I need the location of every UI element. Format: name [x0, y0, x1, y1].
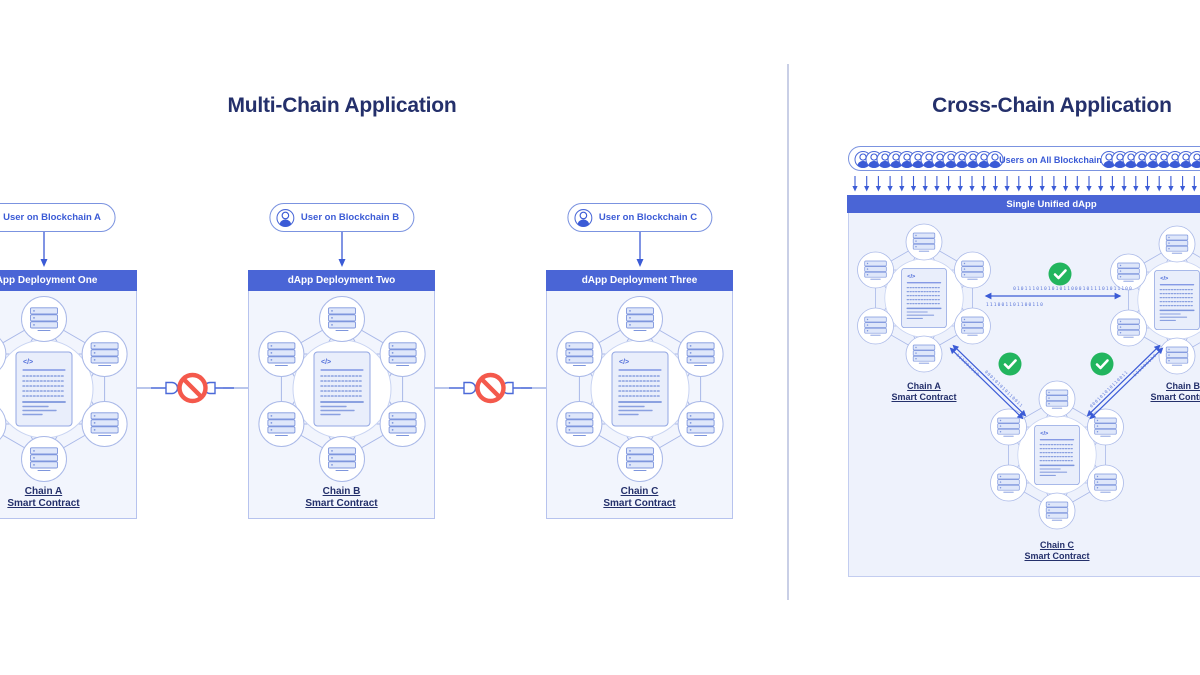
section-divider	[787, 64, 789, 600]
check-icon	[1089, 351, 1115, 377]
contract-name: Smart Contract	[7, 498, 80, 509]
user-to-dapp-arrow-icon	[636, 232, 643, 267]
users-to-dapp-arrows	[851, 175, 1198, 193]
chain-c-label: Chain C Smart Contract	[997, 540, 1117, 562]
blocked-connection-icon	[137, 366, 248, 410]
dapp-deployment-header: dApp Deployment One	[0, 270, 137, 291]
dapp-deployment-box: dApp Deployment Two Chain B Smart Contra…	[248, 270, 435, 519]
left-section-title: Multi-Chain Application	[227, 94, 457, 117]
deployment-group-one: User on Blockchain A dApp Deployment One…	[0, 195, 137, 525]
blockchain-network-icon	[247, 294, 437, 484]
chain-name: Chain B	[322, 486, 361, 497]
right-section-title: Cross-Chain Application	[932, 94, 1172, 117]
contract-name: Smart Contract	[305, 498, 378, 509]
chain-a-c-arrow	[952, 344, 1027, 417]
users-pill-label: Users on All Blockchains	[999, 154, 1107, 165]
users-all-blockchains-pill: Users on All Blockchains	[848, 146, 1200, 171]
prohibited-icon	[180, 375, 206, 401]
check-icon	[1047, 261, 1073, 287]
chain-contract-label: Chain A Smart Contract	[0, 486, 136, 510]
contract-name: Smart Contract	[1150, 392, 1200, 402]
chain-name: Chain A	[24, 486, 63, 497]
prohibited-icon	[478, 375, 504, 401]
contract-name: Smart Contract	[603, 498, 676, 509]
chain-name: Chain C	[1039, 540, 1074, 550]
binary-data-label: 000101010110011	[984, 369, 1024, 408]
dapp-deployment-box: dApp Deployment One Chain A Smart Contra…	[0, 270, 137, 519]
blockchain-network-icon	[545, 294, 735, 484]
blocked-connection-icon	[435, 366, 546, 410]
contract-name: Smart Contract	[891, 392, 957, 402]
binary-data-label: 111001110	[1132, 352, 1158, 377]
blockchain-network-icon	[0, 294, 139, 484]
user-icon	[275, 208, 294, 227]
chain-contract-label: Chain B Smart Contract	[249, 486, 434, 510]
user-crowd-right-icons	[1101, 150, 1200, 169]
dapp-deployment-box: dApp Deployment Three Chain C Smart Cont…	[546, 270, 733, 519]
binary-data-label: 111001101100110	[986, 302, 1044, 308]
dapp-deployment-header: dApp Deployment Three	[546, 270, 733, 291]
chain-b-c-arrow	[1086, 344, 1161, 417]
socket-icon	[203, 381, 235, 395]
user-pill-a: User on Blockchain A	[0, 203, 116, 232]
user-pill-b: User on Blockchain B	[268, 203, 415, 232]
binary-data-label: 111001110	[955, 352, 981, 377]
user-pill-label: User on Blockchain C	[598, 212, 698, 223]
socket-icon	[501, 381, 533, 395]
chain-name: Chain B	[1165, 381, 1200, 391]
contract-name: Smart Contract	[1024, 551, 1090, 561]
user-to-dapp-arrow-icon	[338, 232, 345, 267]
check-icon	[997, 351, 1023, 377]
user-to-dapp-arrow-icon	[40, 232, 47, 267]
chain-contract-label: Chain C Smart Contract	[547, 486, 732, 510]
user-pill-c: User on Blockchain C	[566, 203, 713, 232]
chain-name: Chain A	[907, 381, 941, 391]
deployment-group-two: User on Blockchain B dApp Deployment Two…	[248, 195, 435, 525]
binary-data-label: 0101110101010110001011101011100	[1013, 286, 1133, 292]
unified-dapp-header: Single Unified dApp	[847, 195, 1200, 213]
cross-chain-links-overlay: 0101110101010110001011101011100 11100110…	[949, 261, 1164, 420]
dapp-deployment-header: dApp Deployment Two	[248, 270, 435, 291]
chain-b-label: Chain B Smart Contract	[1123, 381, 1200, 403]
chain-name: Chain C	[620, 486, 659, 497]
binary-data-label: 000101010110011	[1089, 369, 1129, 408]
deployment-group-three: User on Blockchain C dApp Deployment Thr…	[546, 195, 733, 525]
user-icon	[573, 208, 592, 227]
user-pill-label: User on Blockchain B	[300, 212, 400, 223]
user-pill-label: User on Blockchain A	[3, 212, 101, 223]
chain-a-label: Chain A Smart Contract	[864, 381, 984, 403]
